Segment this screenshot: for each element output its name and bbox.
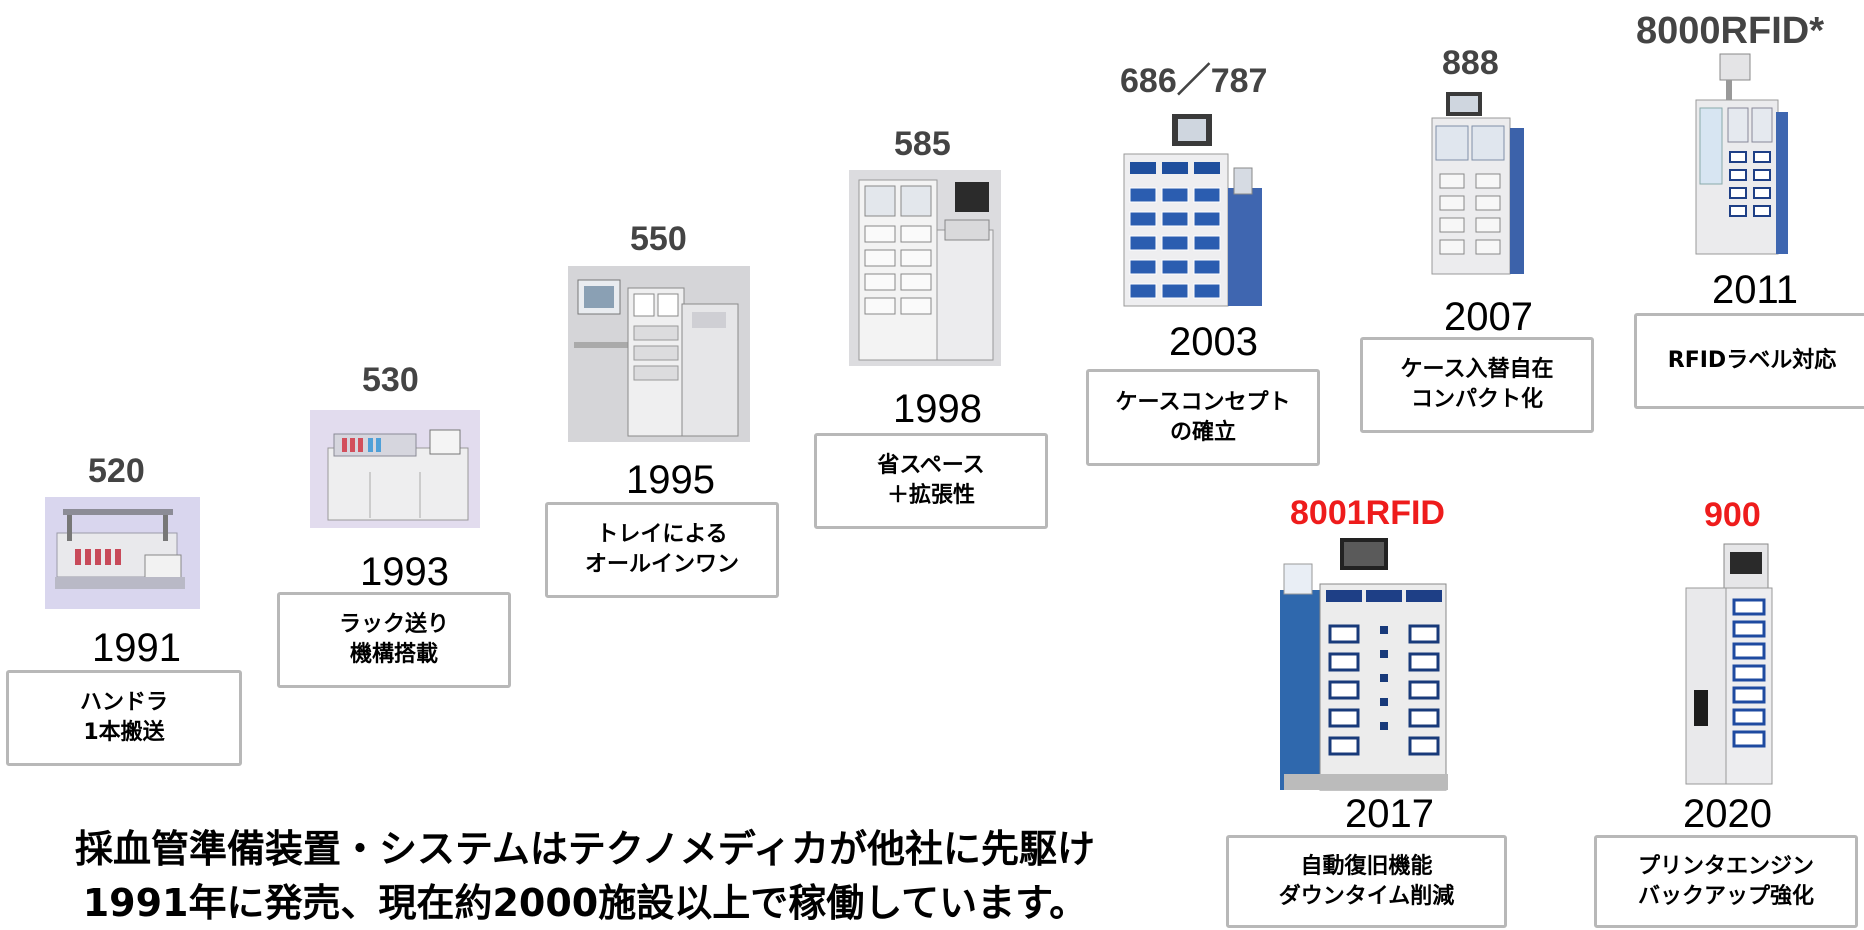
product-photo-8001rfid xyxy=(1276,534,1454,794)
year-1991: 1991 xyxy=(92,626,181,670)
product-photo-686-787 xyxy=(1116,108,1266,310)
model-label-686-787: 686／787 xyxy=(1120,62,1268,100)
feature-box-2020: プリンタエンジン バックアップ強化 xyxy=(1594,835,1858,928)
feature-box-2011: RFIDラベル対応 xyxy=(1634,313,1864,409)
feature-line: オールインワン xyxy=(584,552,739,577)
product-photo-520 xyxy=(45,497,200,609)
product-photo-8000rfid xyxy=(1690,52,1790,258)
feature-box-1993: ラック送り 機構搭載 xyxy=(277,592,511,688)
year-2020: 2020 xyxy=(1683,792,1772,836)
product-photo-585 xyxy=(849,170,1001,366)
feature-line: ケース入替自在 xyxy=(1400,357,1554,383)
model-label-585: 585 xyxy=(894,125,951,163)
feature-box-1998: 省スペース ＋拡張性 xyxy=(814,433,1048,529)
feature-line: 省スペース xyxy=(877,453,985,479)
year-2007: 2007 xyxy=(1444,295,1533,339)
feature-box-1991: ハンドラ 1本搬送 xyxy=(6,670,242,766)
feature-box-1995: トレイによる オールインワン xyxy=(545,502,779,598)
feature-line: ケースコンセプト xyxy=(1115,389,1291,415)
model-label-8000rfid: 8000RFID* xyxy=(1636,10,1824,52)
feature-box-2017: 自動復旧機能 ダウンタイム削減 xyxy=(1226,835,1507,928)
year-1993: 1993 xyxy=(360,550,449,594)
tagline-line-1: 採血管準備装置・システムはテクノメディカが他社に先駆け xyxy=(75,827,1095,871)
feature-line: ラック送り xyxy=(338,612,449,638)
feature-line: ＋拡張性 xyxy=(886,483,975,508)
feature-box-2003: ケースコンセプト の確立 xyxy=(1086,369,1320,466)
feature-line: バックアップ強化 xyxy=(1637,883,1814,909)
year-1995: 1995 xyxy=(626,458,715,502)
feature-line: の確立 xyxy=(1169,419,1236,445)
product-photo-888 xyxy=(1426,88,1526,278)
feature-line: ハンドラ xyxy=(79,690,168,716)
model-label-900[interactable]: 900 xyxy=(1704,496,1761,534)
model-label-550: 550 xyxy=(630,220,687,258)
feature-line: 1本搬送 xyxy=(83,720,165,745)
feature-line: 自動復旧機能 xyxy=(1300,853,1433,879)
feature-box-2007: ケース入替自在 コンパクト化 xyxy=(1360,337,1594,433)
tagline-line-2: 1991年に発売、現在約2000施設以上で稼働しています。 xyxy=(82,881,1088,925)
tagline: 採血管準備装置・システムはテクノメディカが他社に先駆け 1991年に発売、現在約… xyxy=(40,822,1130,930)
feature-line: RFIDラベル対応 xyxy=(1667,348,1837,374)
model-label-520: 520 xyxy=(88,452,145,490)
model-label-888: 888 xyxy=(1442,44,1499,82)
year-1998: 1998 xyxy=(893,387,982,431)
model-label-8001rfid[interactable]: 8001RFID xyxy=(1290,494,1445,532)
model-label-530: 530 xyxy=(362,361,419,399)
year-2011: 2011 xyxy=(1712,268,1799,312)
feature-line: トレイによる xyxy=(596,522,728,548)
product-photo-530 xyxy=(310,410,480,528)
feature-line: コンパクト化 xyxy=(1410,387,1543,412)
feature-line: 機構搭載 xyxy=(349,642,438,667)
year-2017: 2017 xyxy=(1345,792,1434,836)
feature-line: プリンタエンジン xyxy=(1637,853,1814,879)
year-2003-label: 2003 xyxy=(1169,320,1258,364)
product-photo-550 xyxy=(568,266,750,442)
product-photo-900 xyxy=(1680,540,1780,786)
feature-line: ダウンタイム削減 xyxy=(1278,883,1455,909)
